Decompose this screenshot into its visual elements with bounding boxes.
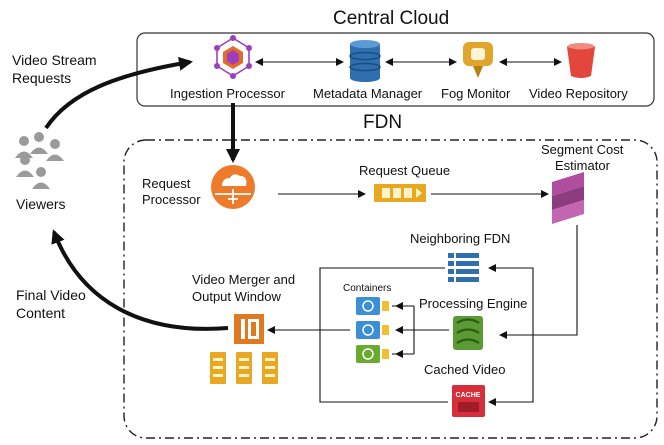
fog-monitor-icon	[463, 42, 493, 78]
request-queue-icon	[374, 184, 426, 202]
central-cloud-title: Central Cloud	[333, 8, 450, 29]
final-video-content-label-2: Content	[16, 305, 66, 321]
output-window-icon	[210, 352, 278, 384]
metadata-manager-icon	[349, 40, 381, 82]
fog-monitor-label: Fog Monitor	[441, 86, 511, 101]
cached-video-label: Cached Video	[424, 362, 506, 377]
containers-icon	[356, 297, 389, 363]
video-merger-icon	[234, 314, 264, 344]
video-merger-label-2: Output Window	[192, 289, 281, 304]
segment-cost-estimator-label-1: Segment Cost	[541, 142, 624, 157]
video-repository-icon	[567, 43, 595, 78]
containers-label: Containers	[343, 283, 392, 294]
neighboring-fdn-icon	[448, 253, 479, 282]
containers-links	[392, 302, 449, 358]
request-queue-label: Request Queue	[359, 163, 451, 178]
viewers-icon	[15, 132, 64, 189]
cached-video-icon: CACHE	[452, 385, 485, 417]
central-cloud-box	[136, 32, 655, 107]
video-stream-requests-label-1: Video Stream	[12, 52, 97, 68]
processing-engine-icon	[453, 316, 483, 350]
ingestion-processor-icon	[214, 35, 252, 79]
engine-to-neighbor-arrow	[488, 264, 534, 336]
fdn-loop-line	[319, 267, 448, 403]
cache-badge-text: CACHE	[456, 392, 481, 399]
viewers-label: Viewers	[16, 196, 66, 212]
viewers-request-arrow	[44, 56, 193, 130]
final-content-arrow	[51, 229, 229, 331]
ingestion-processor-label: Ingestion Processor	[170, 86, 285, 101]
request-processor-icon	[211, 165, 255, 209]
segment-cost-estimator-icon	[552, 172, 584, 224]
final-video-content-label-1: Final Video	[16, 287, 86, 303]
request-processor-label-1: Request	[142, 176, 191, 191]
video-stream-requests-label-2: Requests	[12, 70, 72, 86]
metadata-manager-label: Metadata Manager	[313, 86, 423, 101]
fdn-title: FDN	[363, 112, 403, 133]
request-processor-label-2: Processor	[142, 192, 201, 207]
video-repository-label: Video Repository	[529, 86, 628, 101]
estimator-to-engine-arrow	[499, 225, 578, 339]
engine-to-cache-arrow	[488, 335, 534, 406]
segment-cost-estimator-label-2: Estimator	[555, 158, 610, 173]
processing-engine-label: Processing Engine	[419, 296, 528, 311]
video-merger-label-1: Video Merger and	[192, 272, 296, 287]
neighboring-fdn-label: Neighboring FDN	[410, 231, 511, 246]
fdn-box	[123, 139, 658, 439]
